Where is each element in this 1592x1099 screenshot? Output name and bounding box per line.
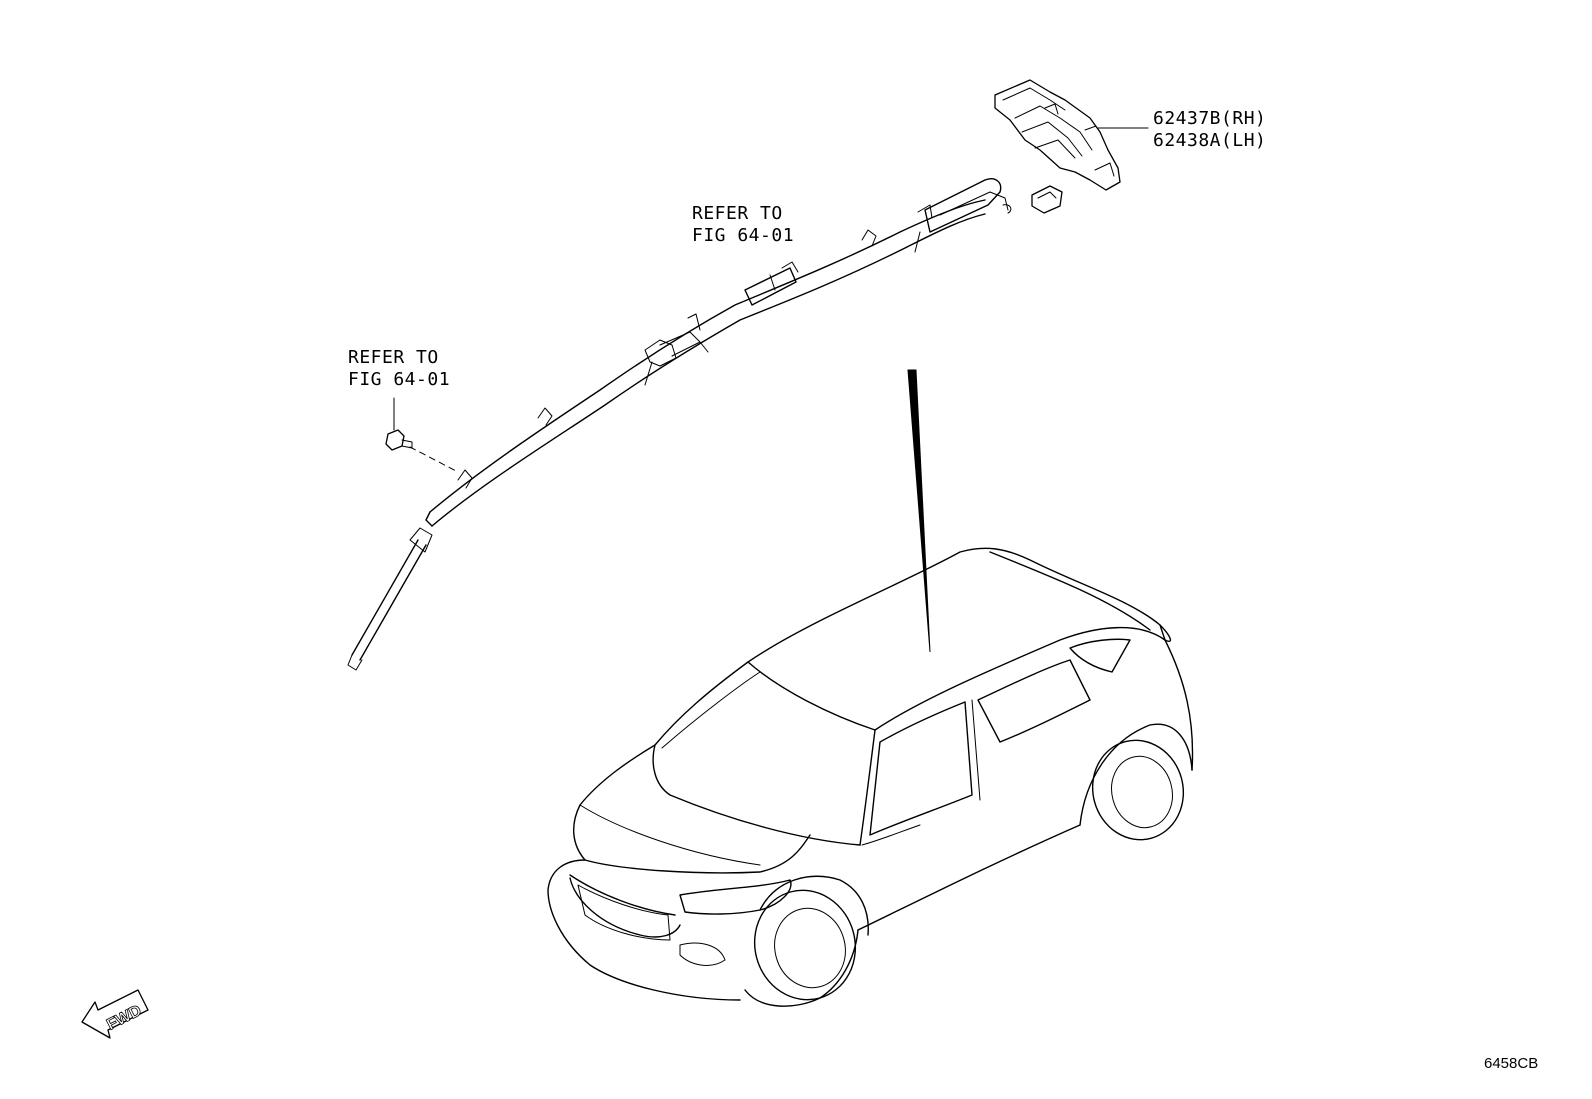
refer-upper-line1: REFER TO: [692, 203, 783, 224]
part-number-rh: 62437B(RH): [1153, 108, 1267, 129]
bolt-icon: [385, 397, 413, 451]
location-pointer: [907, 369, 931, 653]
fwd-arrow-icon: FWD: [81, 989, 149, 1039]
part-number-lh: 62438A(LH): [1153, 130, 1267, 151]
refer-lower-line2: FIG 64-01: [348, 369, 451, 390]
refer-lower-line1: REFER TO: [348, 347, 439, 368]
curtain-airbag-module: [347, 178, 1012, 671]
figure-code: 6458CB: [1484, 1055, 1539, 1072]
refer-upper-line2: FIG 64-01: [692, 225, 795, 246]
vehicle-outline: [547, 547, 1194, 1007]
front-bracket-part: [994, 79, 1149, 214]
